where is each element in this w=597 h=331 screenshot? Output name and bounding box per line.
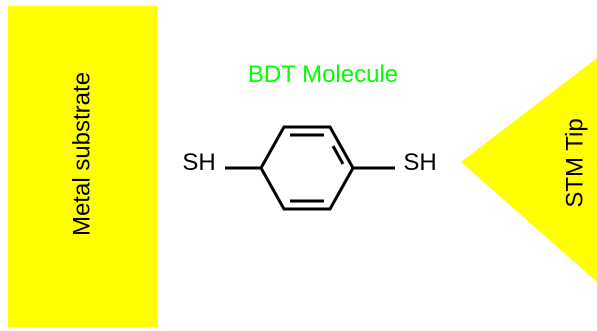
metal-substrate-block: [8, 6, 157, 327]
benzene-ring: [259, 125, 355, 211]
thiol-left-label: SH: [182, 149, 215, 176]
molecule-title: BDT Molecule: [248, 61, 398, 88]
substrate-label: Metal substrate: [69, 72, 96, 236]
thiol-right-label: SH: [403, 149, 436, 176]
double-bond-right: [331, 145, 345, 165]
stm-tip-triangle: [461, 58, 597, 282]
stm-tip-label: STM Tip: [562, 118, 589, 207]
